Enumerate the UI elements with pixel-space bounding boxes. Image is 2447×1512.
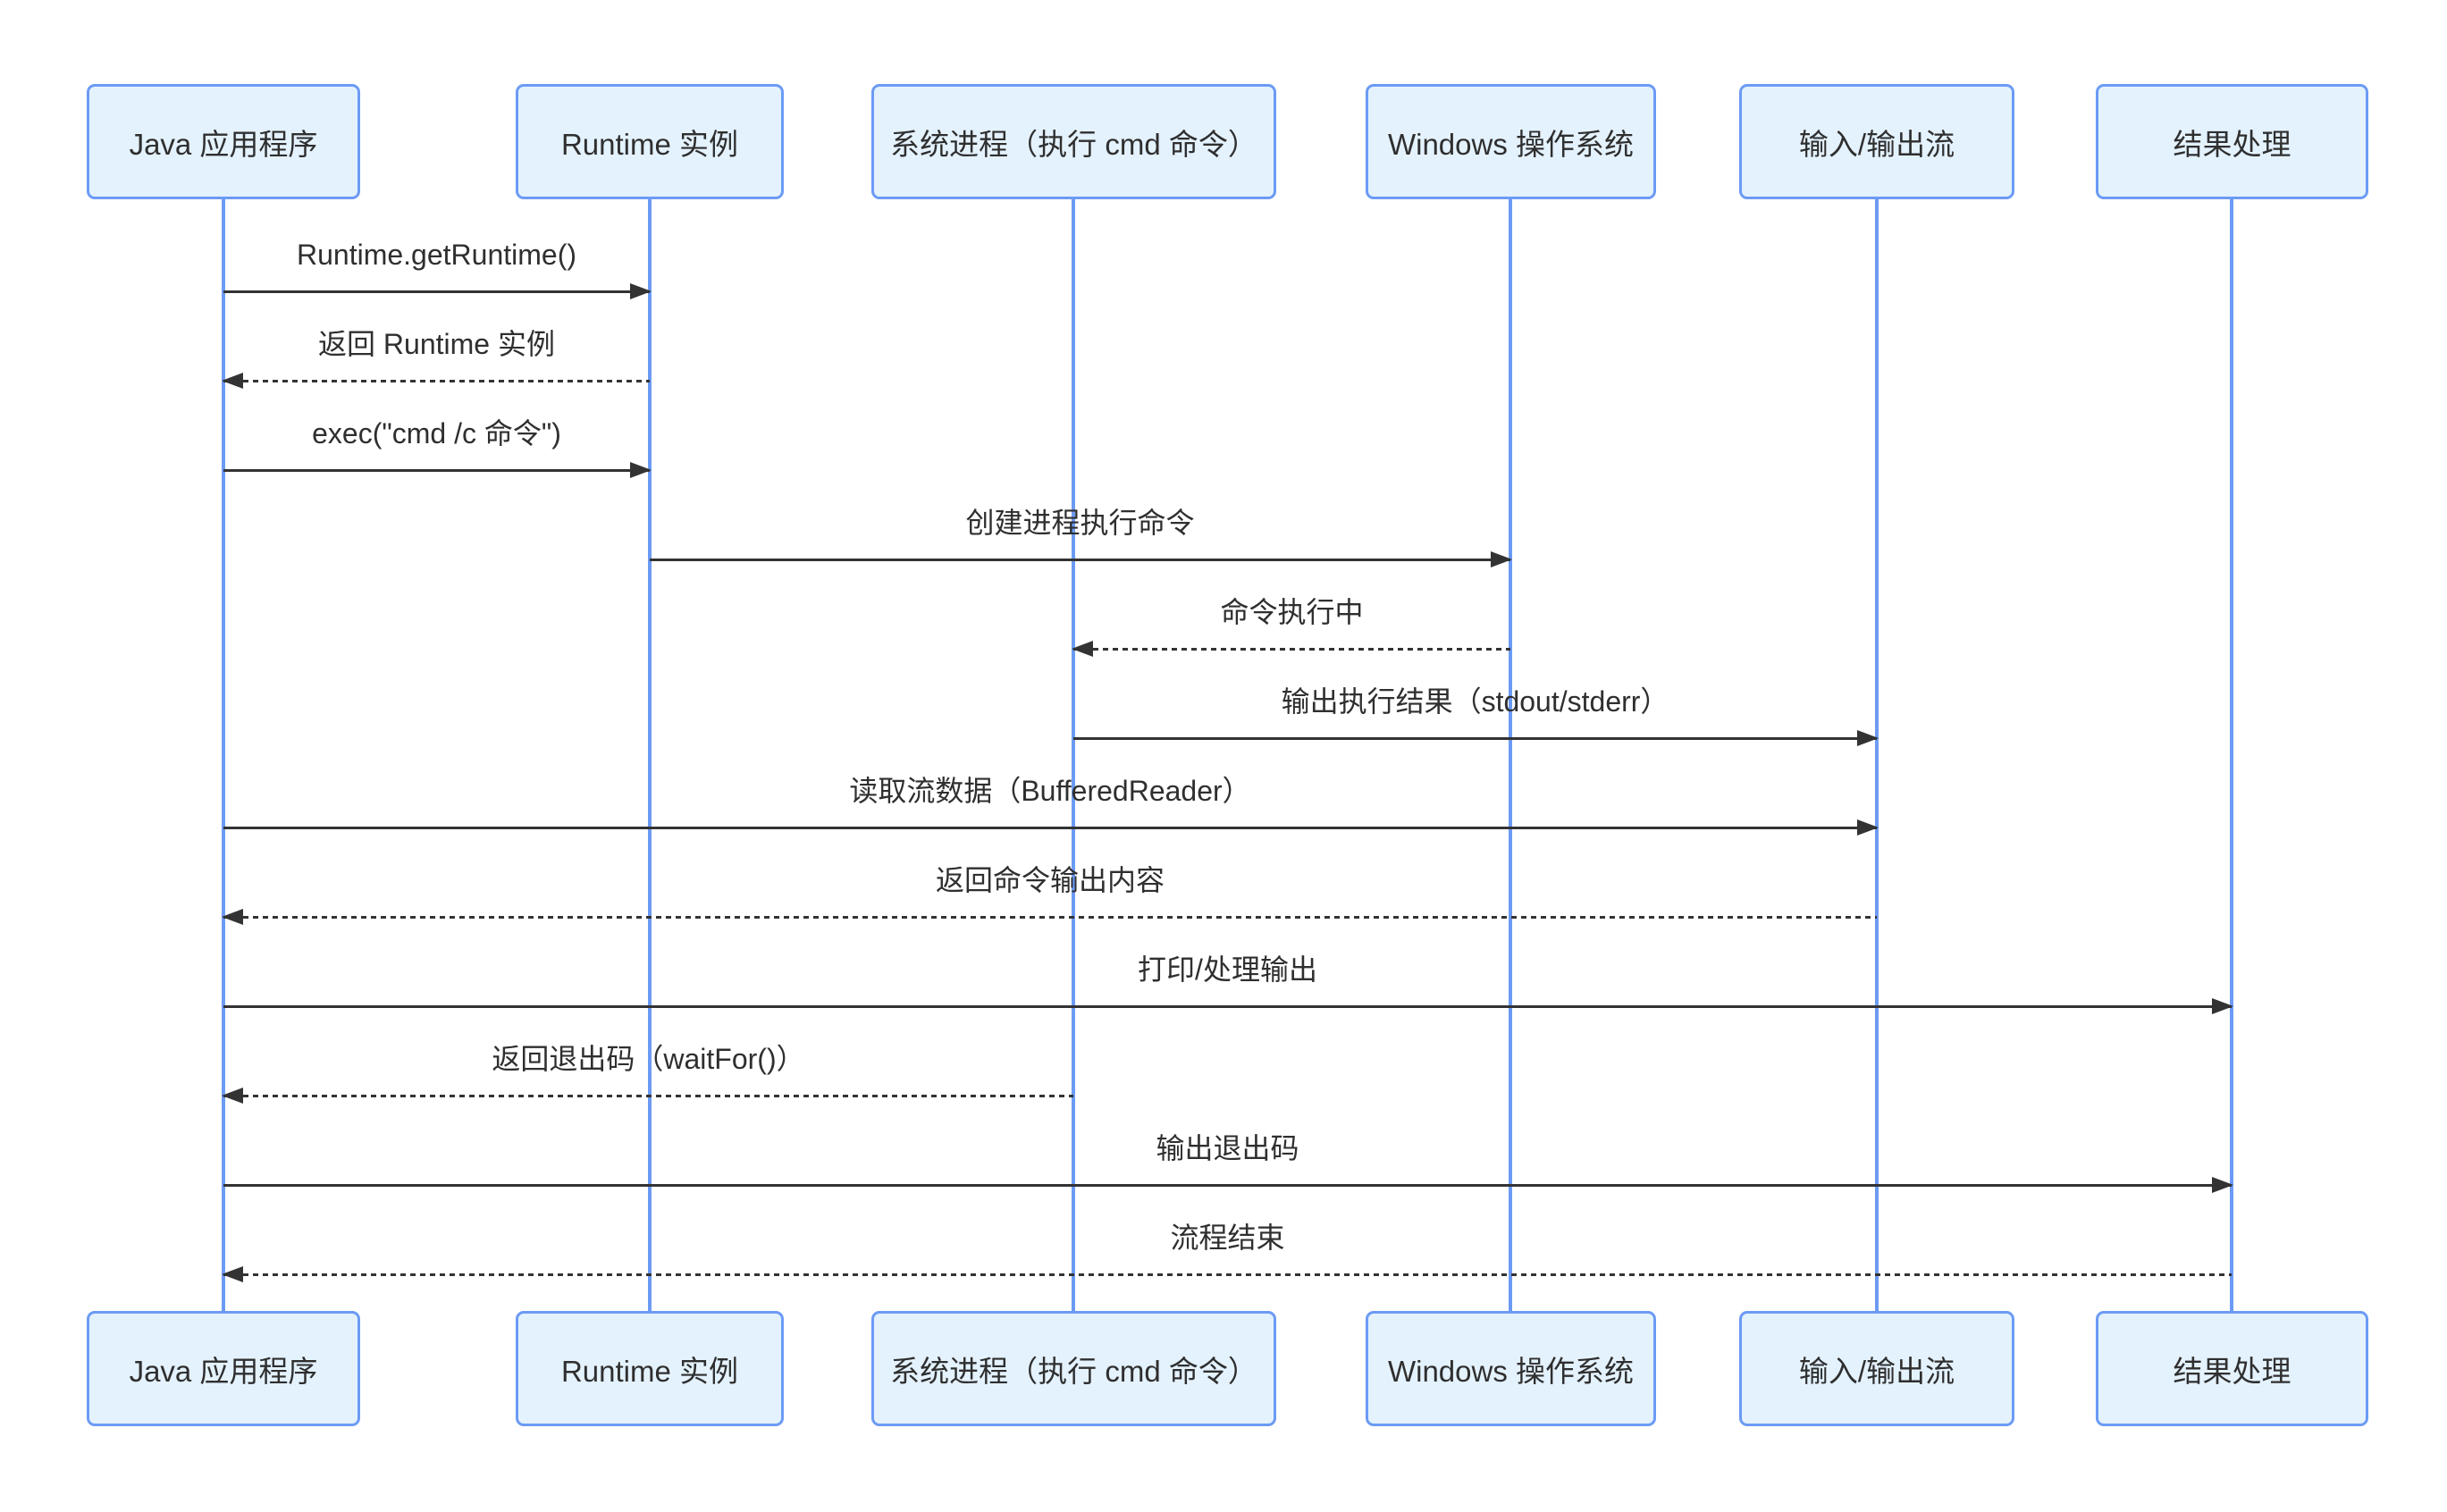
message-label: 命令执行中 <box>1220 596 1364 628</box>
arrowhead-right-icon <box>630 462 652 478</box>
actor-bottom-result-handler: 结果处理 <box>2096 1311 2368 1426</box>
arrow-line <box>223 1184 2232 1187</box>
message-output-exit-code: 输出退出码 <box>223 1130 2233 1193</box>
actor-bottom-runtime-instance: Runtime 实例 <box>516 1311 784 1426</box>
actor-top-windows-os: Windows 操作系统 <box>1366 84 1656 199</box>
arrow-line <box>223 827 1877 829</box>
message-label: exec("cmd /c 命令") <box>312 417 561 449</box>
actor-bottom-system-process: 系统进程（执行 cmd 命令） <box>871 1311 1276 1426</box>
message-exec-cmd: exec("cmd /c 命令") <box>223 416 652 478</box>
arrow-line <box>1073 737 1877 740</box>
message-flow-end: 流程结束 <box>222 1220 2232 1282</box>
lifeline-system-process <box>1072 199 1075 1311</box>
message-label: 流程结束 <box>1170 1222 1285 1254</box>
arrowhead-left-icon <box>222 909 243 925</box>
message-label: 读取流数据（BufferedReader） <box>849 775 1251 807</box>
message-return-runtime-instance: 返回 Runtime 实例 <box>222 326 650 389</box>
arrow-line <box>223 916 1877 919</box>
actor-bottom-windows-os: Windows 操作系统 <box>1366 1311 1656 1426</box>
arrow-line <box>223 469 650 472</box>
message-label: 创建进程执行命令 <box>965 507 1195 539</box>
arrowhead-left-icon <box>222 373 243 389</box>
message-create-process: 创建进程执行命令 <box>650 505 1512 567</box>
message-label: 返回退出码（waitFor()） <box>492 1043 805 1075</box>
message-command-running: 命令执行中 <box>1072 594 1510 657</box>
arrowhead-right-icon <box>1857 730 1879 746</box>
actor-bottom-java-app: Java 应用程序 <box>87 1311 360 1426</box>
arrowhead-right-icon <box>630 283 652 299</box>
actor-top-java-app: Java 应用程序 <box>87 84 360 199</box>
arrowhead-left-icon <box>1072 641 1093 657</box>
arrow-line <box>1073 648 1510 651</box>
arrow-line <box>223 290 650 293</box>
message-get-runtime: Runtime.getRuntime() <box>223 237 652 299</box>
arrow-line <box>223 380 650 382</box>
lifeline-windows-os <box>1509 199 1512 1311</box>
message-label: 返回 Runtime 实例 <box>318 328 555 360</box>
arrowhead-right-icon <box>2212 1177 2233 1193</box>
message-output-result: 输出执行结果（stdout/stderr） <box>1073 684 1879 746</box>
message-label: 打印/处理输出 <box>1138 953 1317 986</box>
arrowhead-left-icon <box>222 1266 243 1282</box>
message-read-stream: 读取流数据（BufferedReader） <box>223 773 1879 836</box>
arrowhead-right-icon <box>1857 819 1879 836</box>
actor-top-runtime-instance: Runtime 实例 <box>516 84 784 199</box>
message-return-exit-code: 返回退出码（waitFor()） <box>222 1041 1073 1104</box>
message-return-output: 返回命令输出内容 <box>222 862 1877 925</box>
arrow-line <box>223 1095 1073 1097</box>
actor-top-system-process: 系统进程（执行 cmd 命令） <box>871 84 1276 199</box>
message-print-process-output: 打印/处理输出 <box>223 952 2233 1014</box>
arrowhead-right-icon <box>1491 551 1512 567</box>
lifeline-result-handler <box>2230 199 2233 1311</box>
lifeline-java-app <box>222 199 225 1311</box>
actor-top-io-stream: 输入/输出流 <box>1739 84 2014 199</box>
message-label: Runtime.getRuntime() <box>297 239 576 271</box>
arrow-line <box>223 1005 2232 1008</box>
arrowhead-right-icon <box>2212 998 2233 1014</box>
arrow-line <box>650 559 1510 561</box>
message-label: 输出退出码 <box>1156 1132 1299 1164</box>
message-label: 返回命令输出内容 <box>935 864 1165 896</box>
message-label: 输出执行结果（stdout/stderr） <box>1281 685 1669 718</box>
lifeline-io-stream <box>1875 199 1879 1311</box>
actor-top-result-handler: 结果处理 <box>2096 84 2368 199</box>
actor-bottom-io-stream: 输入/输出流 <box>1739 1311 2014 1426</box>
lifeline-runtime-instance <box>648 199 652 1311</box>
arrow-line <box>223 1273 2232 1276</box>
arrowhead-left-icon <box>222 1088 243 1104</box>
